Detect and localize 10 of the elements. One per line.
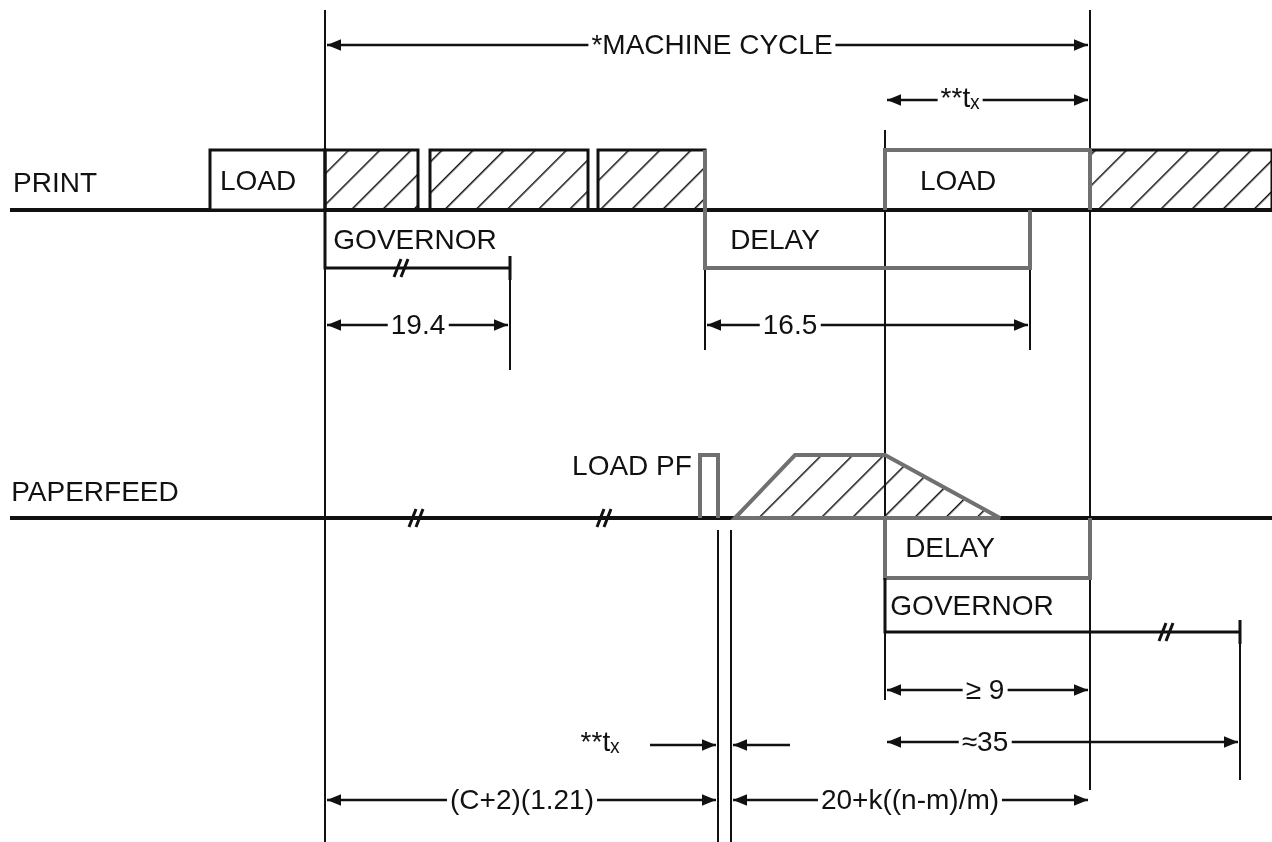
dimension-label: **tₓ [579, 726, 621, 758]
signal-name: PAPERFEED [10, 476, 180, 508]
pulse-label: DELAY [904, 532, 996, 564]
pulse-label: GOVERNOR [889, 590, 1055, 622]
pulse-label: LOAD [218, 165, 298, 197]
pulse-label: GOVERNOR [332, 224, 498, 256]
pulse-label: DELAY [729, 224, 821, 256]
pulse-label: LOAD [918, 165, 998, 197]
signal-name: PRINT [12, 167, 98, 199]
pulse-label: LOAD PF [571, 450, 693, 482]
